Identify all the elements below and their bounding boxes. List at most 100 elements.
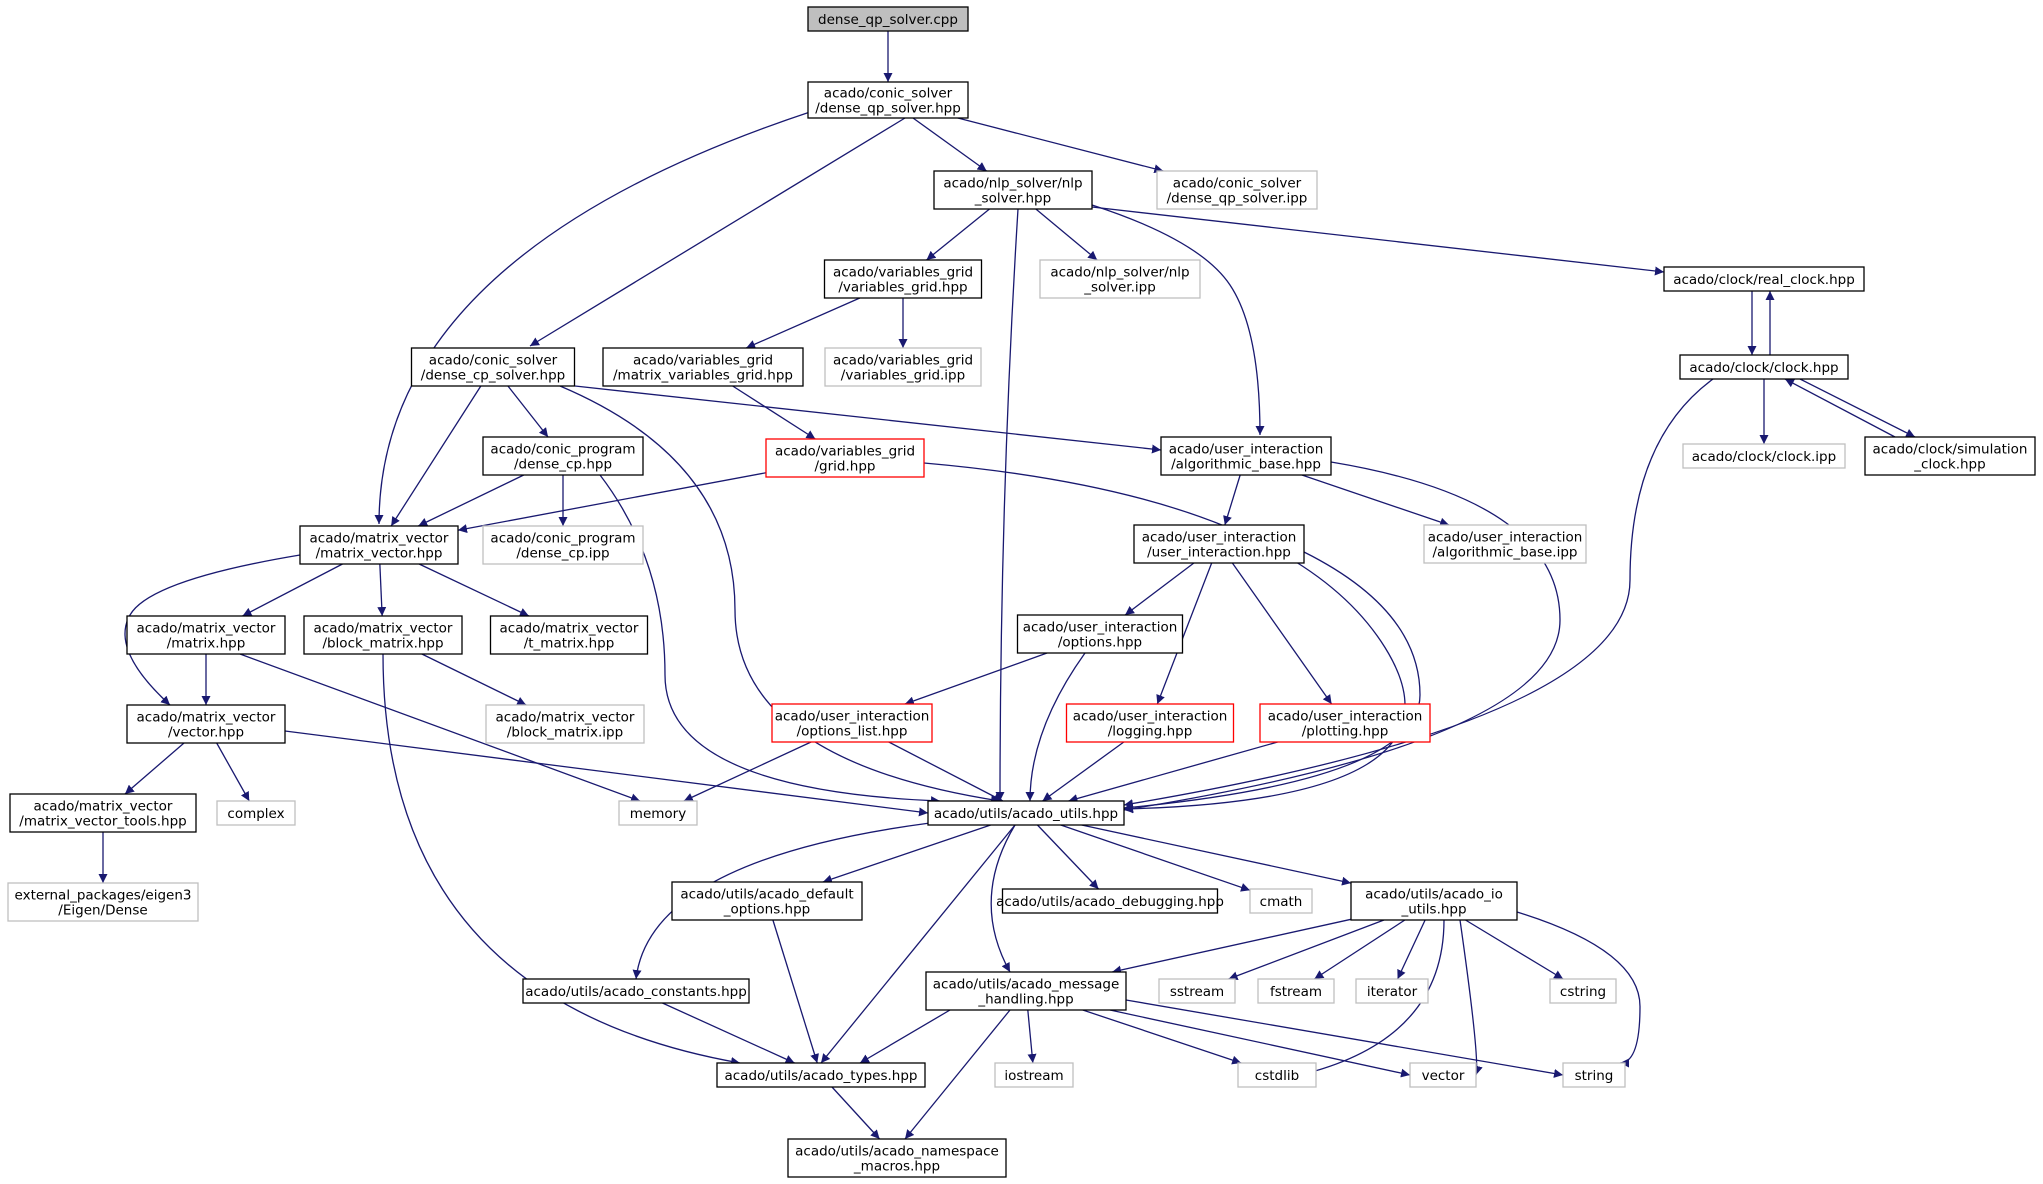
edge-n_mvg-to-n_grid: [732, 385, 816, 440]
edge-n_defopts-to-n_types: [772, 919, 819, 1064]
node-n-options[interactable]: acado/user_interaction/options.hpp: [1016, 614, 1184, 654]
node-n-nlp-hpp[interactable]: acado/nlp_solver/nlp_solver.hpp: [933, 170, 1093, 210]
node-box: [824, 347, 982, 387]
edge-n_types-to-n_ns: [831, 1086, 881, 1140]
node-box: [1065, 703, 1235, 743]
node-label: _clock.hpp: [1913, 457, 1985, 473]
edge-n_io-to-n_sstream: [1228, 919, 1385, 981]
edge-n_algo-to-n_ui: [1223, 474, 1241, 526]
node-n-debug[interactable]: acado/utils/acado_debugging.hpp: [996, 888, 1224, 914]
node-n-vg-hpp[interactable]: acado/variables_grid/variables_grid.hpp: [823, 259, 983, 299]
node-n-io[interactable]: acado/utils/acado_io_utils.hpp: [1350, 881, 1518, 921]
node-box: [1409, 1062, 1477, 1088]
edge-n_dqp_hpp-to-n_mv: [374, 111, 811, 525]
node-label: acado/clock/clock.hpp: [1689, 360, 1838, 376]
node-box: [671, 881, 863, 921]
node-box: [1249, 888, 1313, 914]
node-n-ui[interactable]: acado/user_interaction/user_interaction.…: [1133, 524, 1305, 564]
node-n-defopts[interactable]: acado/utils/acado_default_options.hpp: [671, 881, 863, 921]
node-box: [303, 615, 463, 655]
node-box: [933, 170, 1093, 210]
node-n-types[interactable]: acado/utils/acado_types.hpp: [716, 1062, 926, 1088]
node-n-algo[interactable]: acado/user_interaction/algorithmic_base.…: [1160, 436, 1332, 476]
node-n-realclock[interactable]: acado/clock/real_clock.hpp: [1663, 266, 1865, 292]
node-label: /t_matrix.hpp: [524, 636, 615, 652]
edge-n_mv-to-n_tmatrix: [418, 563, 530, 617]
node-n-blockm[interactable]: acado/matrix_vector/block_matrix.hpp: [303, 615, 463, 655]
node-n-simclock[interactable]: acado/clock/simulation_clock.hpp: [1864, 436, 2036, 476]
node-label: acado/matrix_vector: [34, 799, 173, 815]
node-n-vector[interactable]: acado/matrix_vector/vector.hpp: [126, 704, 286, 744]
node-n-sstream: sstream: [1158, 978, 1236, 1004]
node-n-cmath: cmath: [1249, 888, 1313, 914]
edge-n_optlist-to-n_utils: [888, 741, 1004, 802]
node-n-clock[interactable]: acado/clock/clock.hpp: [1679, 354, 1849, 380]
node-label: /matrix_vector_tools.hpp: [19, 814, 186, 830]
edge-n_dqp_hpp-to-n_nlp_hpp: [912, 117, 987, 172]
node-label: /options_list.hpp: [797, 724, 908, 740]
node-box: [927, 800, 1125, 826]
node-n-vg-ipp: acado/variables_grid/variables_grid.ipp: [824, 347, 982, 387]
node-box: [1350, 881, 1518, 921]
node-label: acado/conic_solver: [824, 86, 953, 102]
node-n-mvg[interactable]: acado/variables_grid/matrix_variables_gr…: [602, 347, 804, 387]
node-n-vectorstd: vector: [1409, 1062, 1477, 1088]
node-box: [1158, 978, 1236, 1004]
node-box: [765, 438, 925, 478]
node-n-grid[interactable]: acado/variables_grid/grid.hpp: [765, 438, 925, 478]
node-label: /variables_grid.hpp: [838, 280, 967, 296]
node-label: string: [1575, 1068, 1614, 1084]
node-label: cstring: [1560, 984, 1606, 1000]
node-label: /variables_grid.ipp: [841, 368, 965, 384]
node-box: [1355, 978, 1429, 1004]
node-label: /dense_cp.ipp: [516, 546, 609, 562]
node-box: [823, 259, 983, 299]
node-n-mvtools[interactable]: acado/matrix_vector/matrix_vector_tools.…: [9, 793, 197, 833]
node-n-matrix[interactable]: acado/matrix_vector/matrix.hpp: [126, 615, 286, 655]
node-n-consts[interactable]: acado/utils/acado_constants.hpp: [522, 978, 750, 1004]
node-label: /dense_qp_solver.hpp: [815, 101, 961, 117]
edge-n_msg-to-n_types: [859, 1009, 951, 1064]
node-n-iterator: iterator: [1355, 978, 1429, 1004]
edge-n_nlp_hpp-to-n_nlp_ipp: [1035, 208, 1098, 261]
node-n-msg[interactable]: acado/utils/acado_message_handling.hpp: [925, 971, 1127, 1011]
node-n-dcp-hpp[interactable]: acado/conic_program/dense_cp.hpp: [482, 436, 644, 476]
node-label: acado/conic_solver: [429, 353, 558, 369]
edge-n_utils-to-n_defopts: [822, 824, 991, 884]
node-n-logging[interactable]: acado/user_interaction/logging.hpp: [1065, 703, 1235, 743]
node-n-mv[interactable]: acado/matrix_vector/matrix_vector.hpp: [299, 525, 459, 565]
edge-n_io-to-n_cstdlib: [1299, 919, 1445, 1078]
node-n-dqp-hpp[interactable]: acado/conic_solver/dense_qp_solver.hpp: [807, 81, 969, 119]
node-n-dcp-solver[interactable]: acado/conic_solver/dense_cp_solver.hpp: [410, 347, 576, 387]
edge-n_msg-to-n_cstdlib: [1082, 1009, 1242, 1065]
node-n-utils[interactable]: acado/utils/acado_utils.hpp: [927, 800, 1125, 826]
edge-n_blockm-to-n_blockm_ipp: [421, 653, 527, 706]
edge-n_nlp_hpp-to-n_algo: [1091, 204, 1265, 436]
node-root[interactable]: dense_qp_solver.cpp: [807, 6, 969, 32]
edge-n_mv-to-n_matrix: [242, 563, 343, 617]
node-n-ns[interactable]: acado/utils/acado_namespace_macros.hpp: [787, 1138, 1007, 1178]
node-label: acado/clock/simulation: [1873, 442, 2028, 458]
node-label: acado/utils/acado_io: [1365, 887, 1503, 903]
node-n-plotting[interactable]: acado/user_interaction/plotting.hpp: [1259, 703, 1431, 743]
node-label: acado/matrix_vector: [314, 621, 453, 637]
node-label: /matrix_vector.hpp: [316, 546, 443, 562]
node-box: [1682, 443, 1846, 469]
edge-n_algo-to-n_utils: [1123, 461, 1561, 814]
node-label: cstdlib: [1255, 1068, 1299, 1084]
node-label: /matrix.hpp: [167, 636, 246, 652]
node-n-tmatrix[interactable]: acado/matrix_vector/t_matrix.hpp: [489, 615, 649, 655]
node-n-memory: memory: [618, 800, 698, 826]
node-n-optlist[interactable]: acado/user_interaction/options_list.hpp: [771, 703, 933, 743]
edge-n_algo-to-n_algo_ipp: [1301, 474, 1450, 527]
node-label: /block_matrix.hpp: [322, 636, 443, 652]
node-box: [485, 704, 645, 744]
node-box: [7, 882, 199, 922]
node-label: iterator: [1367, 984, 1418, 1000]
node-box: [1156, 170, 1318, 210]
node-label: dense_qp_solver.cpp: [818, 12, 958, 28]
node-box: [1679, 354, 1849, 380]
node-label: /plotting.hpp: [1302, 724, 1389, 740]
node-box: [771, 703, 933, 743]
